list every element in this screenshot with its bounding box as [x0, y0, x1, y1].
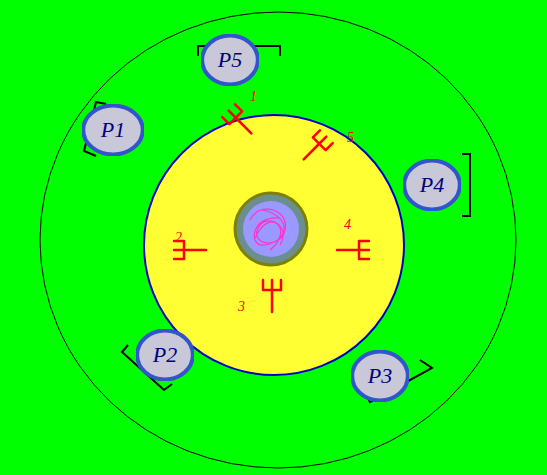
philosopher-name: P5 [218, 47, 242, 73]
forks [174, 104, 369, 312]
spaghetti-bowl [235, 193, 307, 265]
table-outline [40, 12, 516, 468]
philosopher-circle: P3 [351, 350, 409, 402]
chairs [84, 46, 470, 402]
fork-number: 4 [344, 218, 351, 232]
philosopher-circle: P5 [201, 34, 259, 86]
philosopher-circle: P4 [403, 159, 461, 211]
philosopher-name: P1 [101, 117, 125, 143]
philosopher-name: P2 [153, 342, 177, 368]
fork-number: 1 [250, 90, 257, 104]
philosopher-circle: P2 [136, 329, 194, 381]
fork-number: 2 [175, 231, 182, 245]
philosopher-name: P3 [368, 363, 392, 389]
philosopher-name: P4 [420, 172, 444, 198]
fork-number: 3 [238, 300, 245, 314]
philosopher-circle: P1 [82, 104, 144, 156]
fork-number: 5 [347, 131, 354, 145]
